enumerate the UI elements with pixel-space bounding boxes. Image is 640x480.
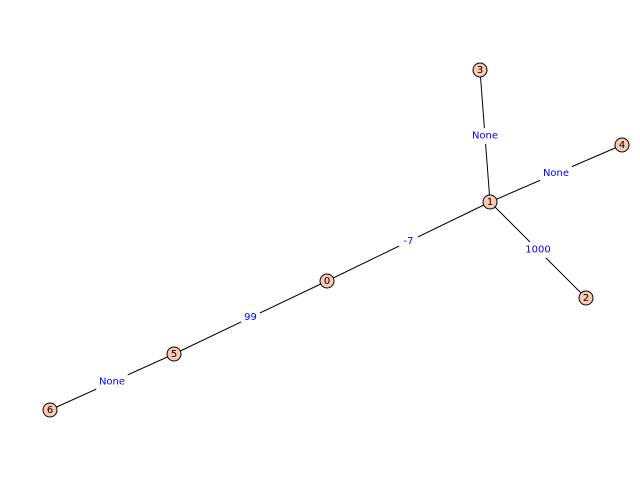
svg-text:-7: -7 [404, 236, 414, 247]
edges-layer [49, 69, 623, 411]
node-label: 6 [47, 405, 53, 416]
svg-text:99: 99 [244, 312, 257, 323]
node-label: 2 [583, 293, 589, 304]
node-label: 0 [324, 276, 330, 287]
svg-text:None: None [472, 131, 498, 142]
svg-text:None: None [543, 168, 569, 179]
node-2: 2 [578, 290, 594, 306]
edge-label-1-4: None [540, 165, 572, 182]
edge-label-5-6: None [96, 374, 128, 390]
node-6: 6 [42, 402, 58, 418]
node-label: 1 [487, 197, 493, 208]
edge-label-0-1: -7 [399, 233, 418, 250]
node-5: 5 [166, 346, 182, 362]
edge-label-0-5: 99 [241, 309, 260, 326]
node-label: 5 [171, 349, 177, 360]
edge-label-1-2: 1000 [522, 242, 554, 258]
svg-text:None: None [99, 377, 125, 388]
svg-text:1000: 1000 [525, 245, 550, 256]
node-label: 4 [619, 140, 625, 151]
node-3: 3 [472, 62, 488, 78]
node-4: 4 [614, 137, 630, 153]
nodes-layer: 0 1 2 3 4 5 6 [42, 62, 630, 418]
node-label: 3 [477, 65, 483, 76]
edge-label-1-3: None [469, 128, 501, 144]
node-1: 1 [482, 194, 498, 210]
node-0: 0 [319, 273, 335, 289]
